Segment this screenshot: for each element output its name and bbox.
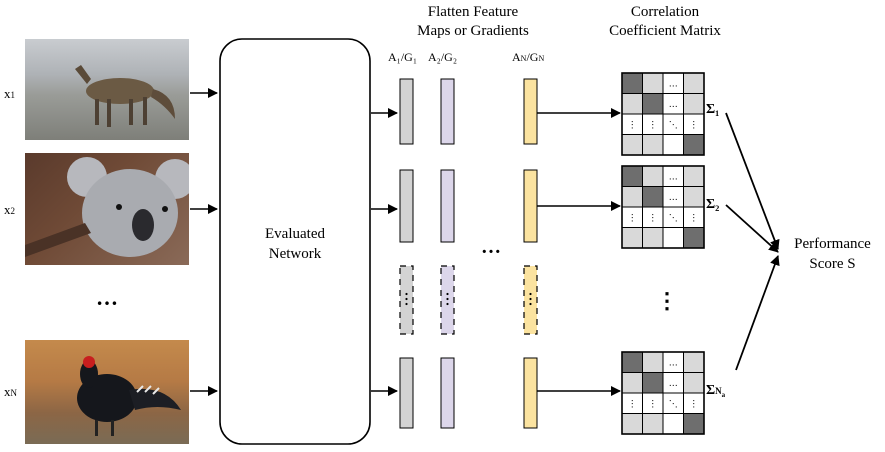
correlation-matrix-n: … … ⋮ ⋮ ⋱ ⋮ bbox=[621, 351, 705, 435]
input-photo-black-grouse bbox=[25, 340, 189, 444]
matrix-2-mark: ⋱ bbox=[669, 213, 678, 223]
correlation-matrix-1: … … ⋮ ⋮ ⋱ ⋮ bbox=[621, 72, 705, 156]
matrix-2-cell-0-0 bbox=[621, 165, 643, 187]
inputs-ellipsis: … bbox=[96, 285, 118, 310]
matrix-2-cell-1-1 bbox=[642, 186, 664, 208]
feature-label-a1: A₁/G₁ bbox=[388, 50, 418, 64]
matrix-3-cell-3-0 bbox=[621, 413, 643, 435]
matrix-1-cell-3-3 bbox=[683, 134, 705, 156]
feature-bar-a1-row2 bbox=[399, 169, 414, 243]
feature-bar-a1-row1 bbox=[399, 78, 414, 145]
matrix-3-cell-3-1 bbox=[642, 413, 664, 435]
matrix-1-cell-0-1 bbox=[642, 72, 664, 94]
feature-bar-a2-rown bbox=[440, 357, 455, 429]
matrix-3-mark: … bbox=[669, 358, 678, 368]
matrix-3-cell-1-3 bbox=[683, 372, 705, 394]
matrix-2-cell-3-3 bbox=[683, 227, 705, 249]
matrix-3-cell-3-2 bbox=[662, 413, 684, 435]
matrix-1-cell-3-0 bbox=[621, 134, 643, 156]
matrix-1-mark: … bbox=[669, 79, 678, 89]
matrix-2-mark: ⋮ bbox=[648, 213, 657, 223]
matrix-2-cell-0-1 bbox=[642, 165, 664, 187]
matrix-2-mark: ⋮ bbox=[689, 213, 698, 223]
matrix-3-mark: ⋮ bbox=[648, 399, 657, 409]
feature-bar-a2-row2 bbox=[440, 169, 455, 243]
matrix-1-cell-3-1 bbox=[642, 134, 664, 156]
matrix-3-cell-1-0 bbox=[621, 372, 643, 394]
matrix-2-cell-0-3 bbox=[683, 165, 705, 187]
matrix-3-outline bbox=[621, 351, 705, 435]
matrix-2-mark: ⋮ bbox=[628, 213, 637, 223]
matrix-3-mark: ⋮ bbox=[689, 399, 698, 409]
input-photo-coyote bbox=[25, 39, 189, 140]
matrix-3-mark: … bbox=[669, 379, 678, 389]
matrix-2-cell-3-2 bbox=[662, 227, 684, 249]
correlation-matrix-2: … … ⋮ ⋮ ⋱ ⋮ bbox=[621, 165, 705, 249]
matrix-1-mark: ⋮ bbox=[628, 120, 637, 130]
sigma-label-n: ΣNa bbox=[706, 383, 726, 399]
matrix-3-cell-1-1 bbox=[642, 372, 664, 394]
matrix-1-mark: ⋱ bbox=[669, 120, 678, 130]
matrix-3-cell-0-0 bbox=[621, 351, 643, 373]
matrix-1-mark: ⋮ bbox=[648, 120, 657, 130]
matrix-ellipsis: ⋮ bbox=[656, 288, 678, 313]
feature-ellipsis: … bbox=[481, 236, 501, 258]
feature-header: Flatten Feature Maps or Gradients bbox=[417, 4, 529, 39]
input-label-1: x1 bbox=[4, 86, 15, 101]
feature-label-a2: A₂/G₂ bbox=[428, 50, 458, 64]
arrow-score-n bbox=[735, 255, 780, 371]
arrow-score-1 bbox=[725, 112, 780, 250]
matrix-3-mark: ⋱ bbox=[669, 399, 678, 409]
matrix-3-cell-0-1 bbox=[642, 351, 664, 373]
matrix-header: Correlation Coefficient Matrix bbox=[609, 4, 721, 39]
arrow-score-2 bbox=[725, 204, 779, 253]
matrix-2-mark: … bbox=[669, 193, 678, 203]
matrix-2-cell-3-1 bbox=[642, 227, 664, 249]
matrix-3-mark: ⋮ bbox=[628, 399, 637, 409]
matrix-3-cell-3-3 bbox=[683, 413, 705, 435]
matrix-1-cell-0-3 bbox=[683, 72, 705, 94]
matrix-1-cell-1-1 bbox=[642, 93, 664, 115]
matrix-1-cell-0-0 bbox=[621, 72, 643, 94]
matrix-2-outline bbox=[621, 165, 705, 249]
dashed-bar-dots bbox=[405, 292, 532, 306]
feature-bar-a1-rown bbox=[399, 357, 414, 429]
matrix-2-cell-1-0 bbox=[621, 186, 643, 208]
performance-score-label: Performance Score S bbox=[794, 236, 871, 272]
matrix-1-mark: … bbox=[669, 100, 678, 110]
feature-bar-an-rown bbox=[523, 357, 538, 429]
matrix-3-cell-0-3 bbox=[683, 351, 705, 373]
network-box bbox=[219, 38, 371, 445]
matrix-2-cell-3-0 bbox=[621, 227, 643, 249]
input-label-2: x2 bbox=[4, 202, 15, 217]
sigma-label-1: Σ₁ bbox=[706, 102, 720, 117]
input-label-n: xN bbox=[4, 384, 17, 399]
input-photo-koala bbox=[25, 153, 189, 265]
matrix-1-outline bbox=[621, 72, 705, 156]
matrix-1-cell-1-3 bbox=[683, 93, 705, 115]
matrix-2-mark: … bbox=[669, 172, 678, 182]
sigma-label-2: Σ₂ bbox=[706, 197, 720, 212]
feature-label-an: AN/GN bbox=[512, 50, 545, 64]
matrix-1-cell-1-0 bbox=[621, 93, 643, 115]
feature-bar-an-row2 bbox=[523, 169, 538, 243]
matrix-1-mark: ⋮ bbox=[689, 120, 698, 130]
matrix-1-cell-3-2 bbox=[662, 134, 684, 156]
feature-bar-a2-row1 bbox=[440, 78, 455, 145]
feature-bar-an-row1 bbox=[523, 78, 538, 145]
matrix-2-cell-1-3 bbox=[683, 186, 705, 208]
network-label: Evaluated Network bbox=[265, 226, 325, 262]
